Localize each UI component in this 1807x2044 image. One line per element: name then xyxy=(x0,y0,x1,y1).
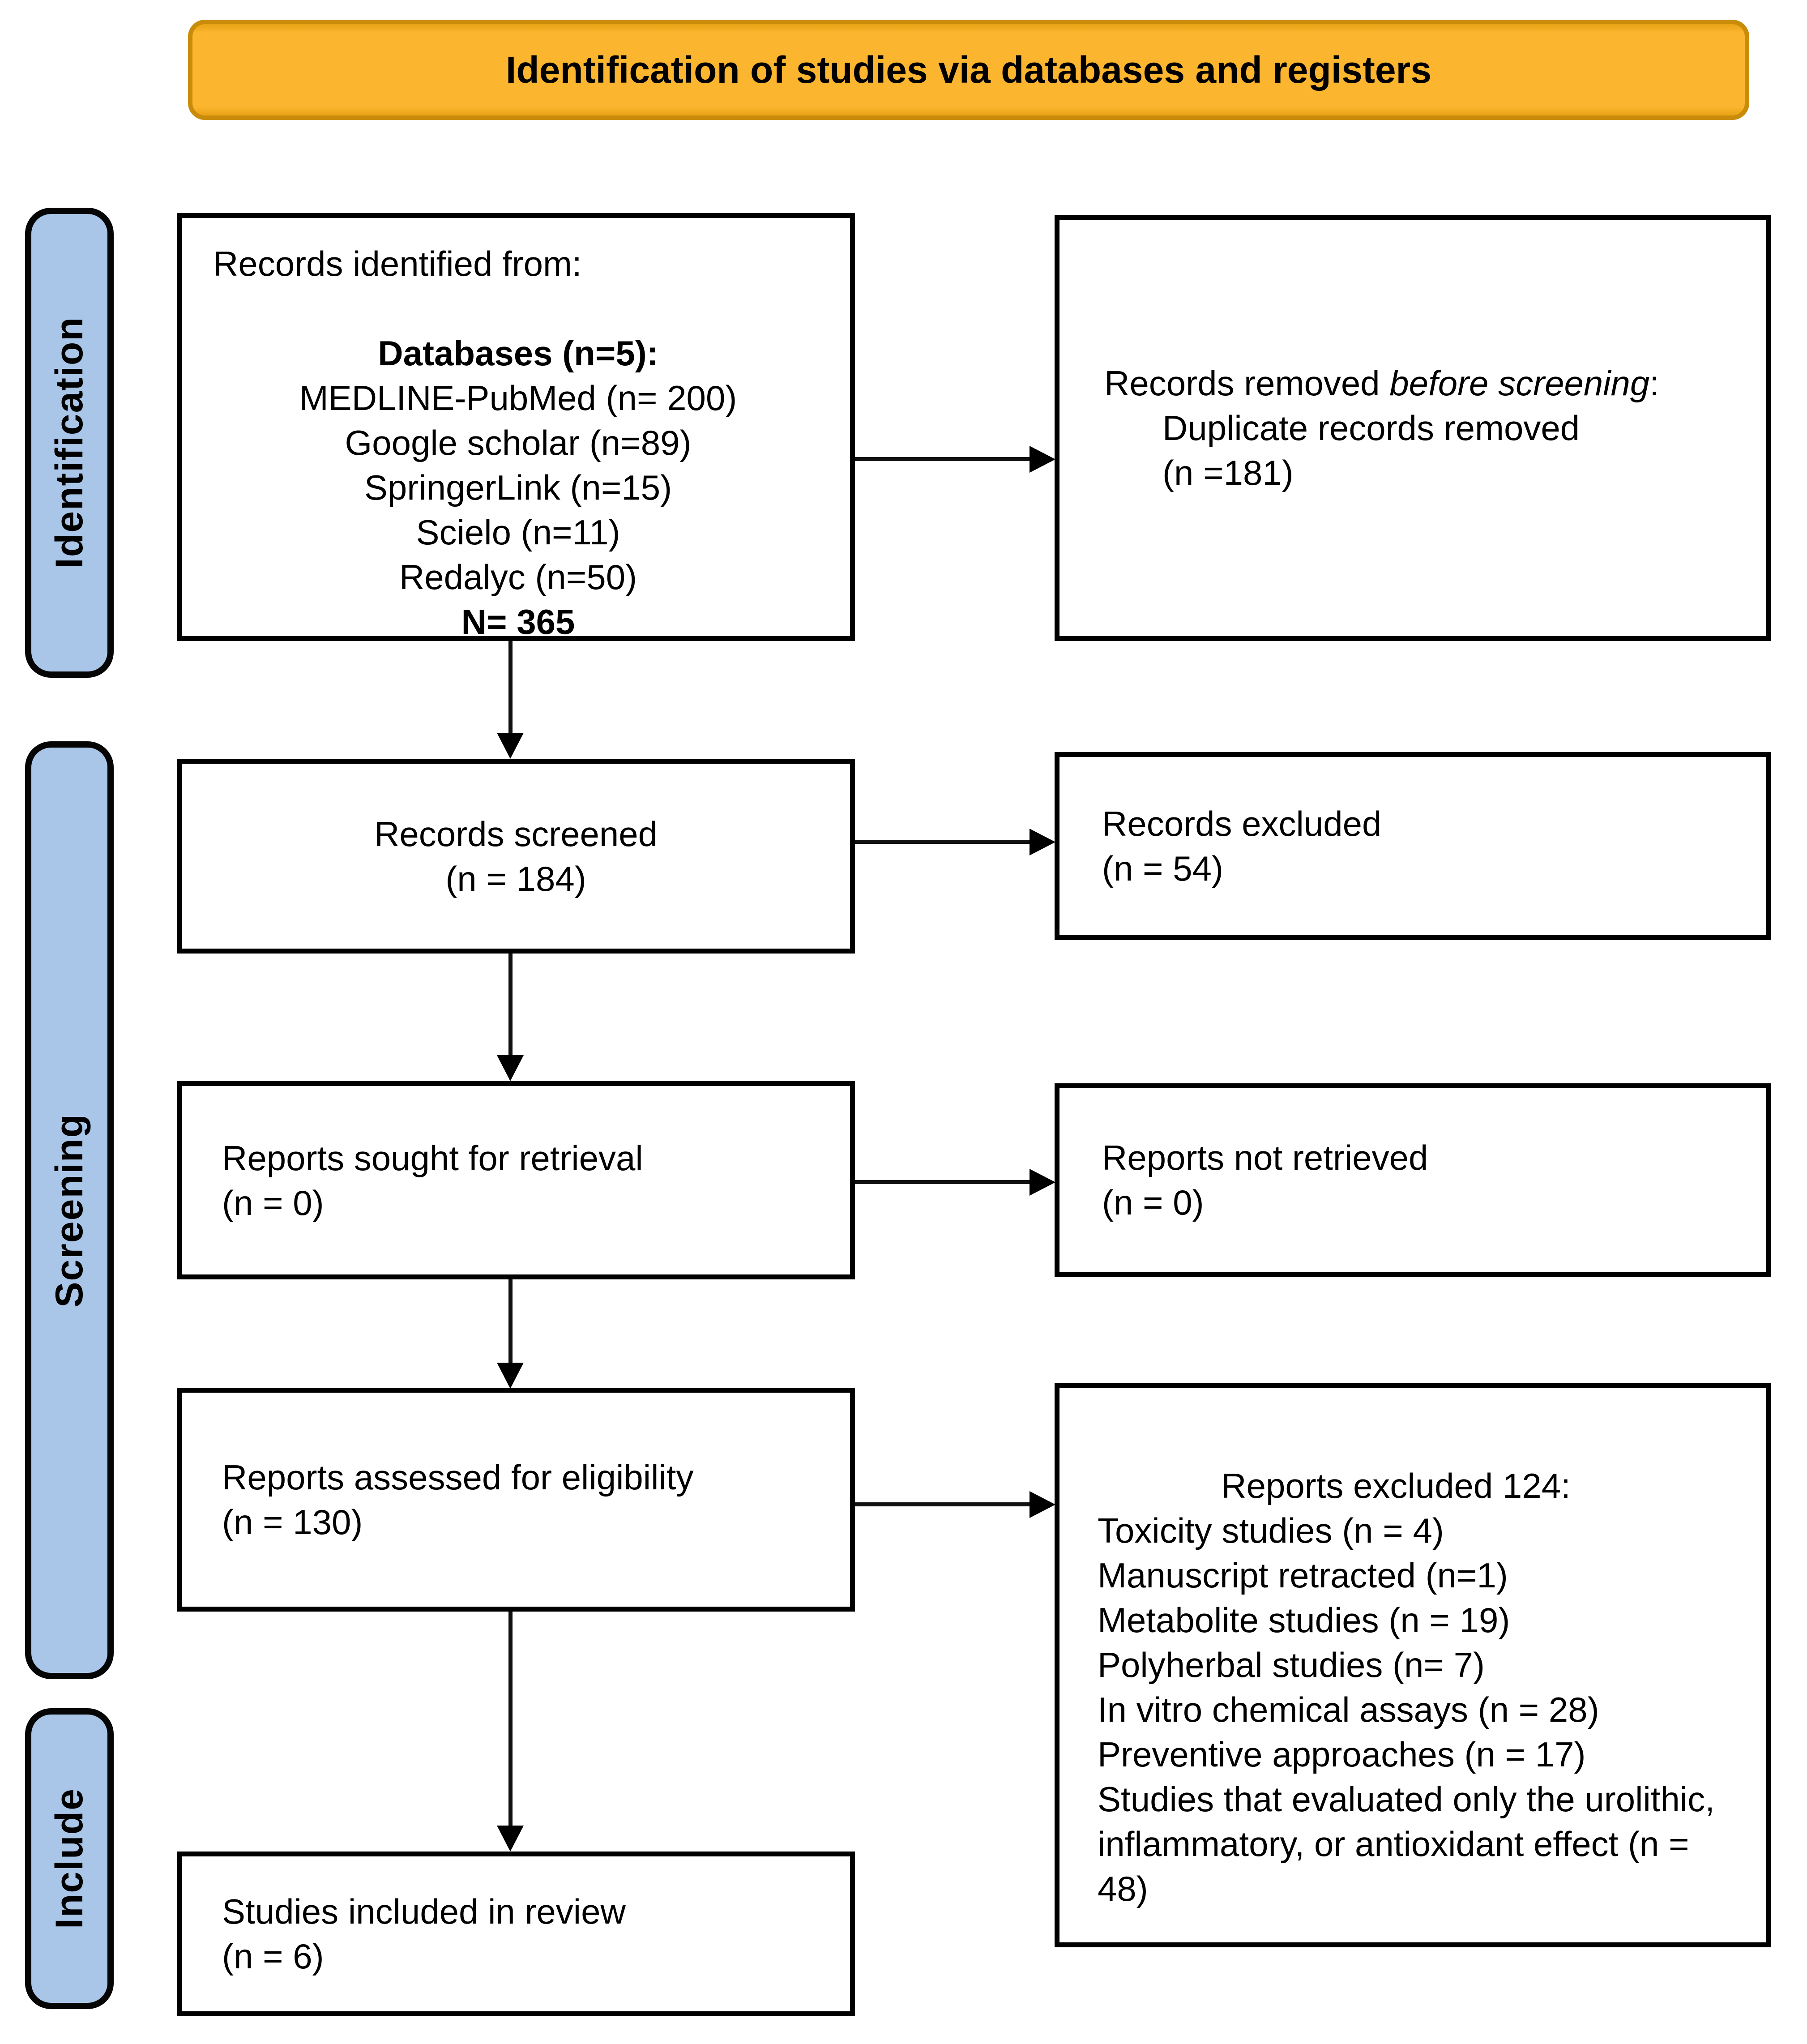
box-reports-excluded: Reports excluded 124: Toxicity studies (… xyxy=(1055,1383,1771,1947)
box-records-excluded: Records excluded (n = 54) xyxy=(1055,752,1771,940)
studies-included-count: (n = 6) xyxy=(222,1937,324,1976)
records-identified-intro: Records identified from: xyxy=(213,244,582,283)
stage-identification: Identification xyxy=(25,208,114,678)
source-line: Google scholar (n=89) xyxy=(345,423,692,462)
records-removed-line2: Duplicate records removed xyxy=(1162,408,1580,448)
source-line: MEDLINE-PubMed (n= 200) xyxy=(299,378,737,418)
arrow-right-icon xyxy=(1030,446,1055,473)
box-reports-not-retrieved: Reports not retrieved (n = 0) xyxy=(1055,1083,1771,1277)
records-identified-total: N= 365 xyxy=(461,602,575,641)
exclusion-reason: Preventive approaches (n = 17) xyxy=(1098,1735,1586,1774)
stage-include-label: Include xyxy=(47,1788,91,1929)
connector-assessed-to-reasons xyxy=(855,1502,1032,1506)
reports-sought-count: (n = 0) xyxy=(222,1183,324,1223)
stage-include: Include xyxy=(25,1708,114,2009)
box-records-screened: Records screened (n = 184) xyxy=(177,759,855,954)
source-line: Redalyc (n=50) xyxy=(399,557,637,597)
arrow-down-icon xyxy=(497,1363,524,1389)
exclusion-reason: Studies that evaluated only the urolithi… xyxy=(1098,1779,1715,1908)
reports-not-retrieved-label: Reports not retrieved xyxy=(1102,1138,1428,1177)
reports-not-retrieved-count: (n = 0) xyxy=(1102,1183,1204,1222)
records-identified-sources: Databases (n=5): MEDLINE-PubMed (n= 200)… xyxy=(213,331,823,644)
source-line: SpringerLink (n=15) xyxy=(364,468,672,507)
connector-sought-to-not-retrieved xyxy=(855,1180,1032,1184)
stage-screening-label: Screening xyxy=(47,1113,91,1308)
exclusion-reason: Manuscript retracted (n=1) xyxy=(1098,1556,1508,1595)
source-line: Scielo (n=11) xyxy=(416,513,620,552)
exclusion-reason: Toxicity studies (n = 4) xyxy=(1098,1511,1444,1550)
box-records-identified: Records identified from: Databases (n=5)… xyxy=(177,213,855,641)
connector-identified-to-removed xyxy=(855,457,1032,461)
records-excluded-count: (n = 54) xyxy=(1102,849,1223,888)
box-records-removed: Records removed before screening: Duplic… xyxy=(1055,215,1771,641)
reports-sought-label: Reports sought for retrieval xyxy=(222,1138,643,1178)
connector-screened-to-sought xyxy=(508,954,513,1056)
records-removed-line1: Records removed before screening: xyxy=(1104,361,1748,406)
reports-assessed-count: (n = 130) xyxy=(222,1502,363,1542)
arrow-down-icon xyxy=(497,1826,524,1852)
exclusion-reason: Metabolite studies (n = 19) xyxy=(1098,1600,1510,1640)
records-removed-count: (n =181) xyxy=(1162,453,1294,492)
box-studies-included: Studies included in review (n = 6) xyxy=(177,1852,855,2016)
databases-heading: Databases (n=5): xyxy=(378,334,658,373)
arrow-down-icon xyxy=(497,733,524,759)
records-screened-count: (n = 184) xyxy=(445,859,586,898)
records-removed-prefix: Records removed xyxy=(1104,363,1390,403)
connector-sought-to-assessed xyxy=(508,1279,513,1364)
banner-title: Identification of studies via databases … xyxy=(506,48,1431,91)
arrow-right-icon xyxy=(1030,1169,1055,1196)
stage-identification-label: Identification xyxy=(47,316,91,569)
records-removed-italic: before screening xyxy=(1389,363,1650,403)
arrow-down-icon xyxy=(497,1055,524,1081)
arrow-right-icon xyxy=(1030,1491,1055,1518)
exclusion-reason: Polyherbal studies (n= 7) xyxy=(1098,1645,1485,1685)
stage-screening: Screening xyxy=(25,741,114,1679)
connector-screened-to-excluded xyxy=(855,840,1032,844)
reports-excluded-heading: Reports excluded 124: xyxy=(1221,1466,1571,1505)
studies-included-label: Studies included in review xyxy=(222,1892,626,1931)
arrow-right-icon xyxy=(1030,829,1055,855)
box-reports-assessed: Reports assessed for eligibility (n = 13… xyxy=(177,1388,855,1612)
connector-assessed-to-included xyxy=(508,1612,513,1827)
records-screened-label: Records screened xyxy=(374,814,658,854)
box-reports-sought: Reports sought for retrieval (n = 0) xyxy=(177,1081,855,1279)
records-excluded-label: Records excluded xyxy=(1102,804,1382,843)
banner: Identification of studies via databases … xyxy=(188,20,1749,120)
connector-identified-to-screened xyxy=(508,641,513,734)
records-removed-suffix: : xyxy=(1649,363,1659,403)
reports-assessed-label: Reports assessed for eligibility xyxy=(222,1458,694,1497)
exclusion-reason: In vitro chemical assays (n = 28) xyxy=(1098,1690,1599,1729)
